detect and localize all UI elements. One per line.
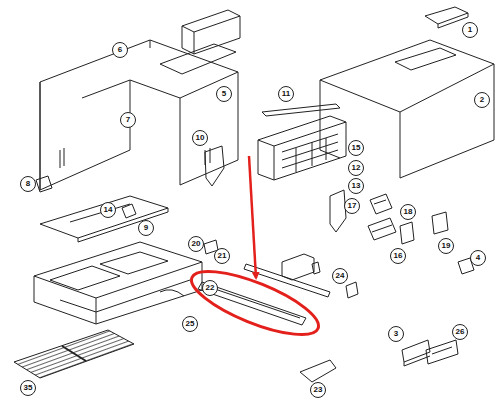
callout-number: 23: [314, 385, 323, 395]
light-housing: [258, 116, 346, 180]
callout-number: 24: [336, 271, 345, 281]
grille-divider: [62, 346, 86, 361]
callout-ring: [401, 205, 416, 220]
callout-number: 2: [480, 95, 484, 105]
callout-number: 1: [468, 25, 472, 35]
callout-ring: [21, 381, 36, 396]
small-cover: [425, 7, 468, 28]
callout-number: 13: [352, 181, 361, 191]
callout-number: 7: [126, 115, 130, 125]
top-plate: [160, 44, 236, 74]
callout-ring: [21, 177, 36, 192]
callout-number: 9: [144, 223, 148, 233]
callout-number: 6: [118, 45, 122, 55]
left-shell: [40, 40, 238, 190]
right-bracket: [330, 190, 346, 232]
tab: [400, 222, 414, 244]
callout-number: 10: [196, 133, 205, 143]
callout-number: 35: [24, 383, 33, 393]
socket-box: [282, 254, 314, 280]
clip: [36, 176, 52, 192]
callout-number: 11: [282, 89, 290, 99]
callout-ring: [471, 251, 486, 266]
callout-ring: [349, 161, 364, 176]
top-box: [182, 10, 240, 54]
light-rail: [262, 104, 340, 116]
callout-ring: [475, 93, 490, 108]
callout-number: 18: [404, 207, 413, 217]
callout-ring: [311, 383, 326, 398]
callout-ring: [333, 269, 348, 284]
relay: [432, 212, 448, 234]
callout-number: 8: [26, 179, 30, 189]
callout-ring: [113, 43, 128, 58]
callout-number: 25: [186, 319, 195, 329]
callout-ring: [193, 131, 208, 146]
callout-number: 22: [206, 283, 215, 293]
callout-ring: [189, 237, 204, 252]
callout-number: 5: [222, 89, 226, 99]
callout-ring: [121, 113, 136, 128]
callout-number: 20: [192, 239, 201, 249]
callout-ring: [439, 239, 454, 254]
callout-ring: [349, 141, 364, 156]
callout-number: 26: [456, 327, 465, 337]
callout-ring: [101, 203, 116, 218]
screw: [312, 262, 320, 274]
bottom-tray: [34, 242, 202, 324]
callout-number: 16: [394, 251, 403, 261]
hood: [320, 40, 494, 178]
callout-ring: [203, 281, 218, 296]
callout-ring: [349, 179, 364, 194]
callout-ring: [279, 87, 294, 102]
gasket: [160, 290, 184, 296]
callout-ring: [389, 327, 404, 342]
switch-block: [368, 218, 396, 240]
clip: [122, 204, 136, 218]
left-bracket: [205, 146, 224, 186]
callout-ring: [139, 221, 154, 236]
callout-ring: [453, 325, 468, 340]
callout-number: 19: [442, 241, 451, 251]
highlight-arrow: [249, 156, 256, 278]
switch: [370, 194, 392, 214]
callout-ring: [183, 317, 198, 332]
shell-slot: [60, 148, 210, 168]
control-board: [402, 340, 430, 366]
callout-number: 15: [352, 143, 361, 153]
callout-number: 3: [394, 329, 398, 339]
callout-number: 17: [348, 201, 357, 211]
spring-clip: [346, 282, 358, 298]
callout-ring: [463, 23, 478, 38]
wedge: [300, 360, 336, 382]
callout-number: 12: [352, 163, 361, 173]
callout-number: 21: [218, 251, 227, 261]
callout-number: 14: [104, 205, 113, 215]
filter-panel: [40, 196, 168, 242]
callout-ring: [345, 199, 360, 214]
control-board: [426, 340, 458, 364]
callout-ring: [215, 249, 230, 264]
callout-number: 4: [476, 253, 480, 263]
callout-ring: [217, 87, 232, 102]
rod: [244, 264, 330, 297]
grille: [14, 330, 134, 378]
callout-ring: [391, 249, 406, 264]
